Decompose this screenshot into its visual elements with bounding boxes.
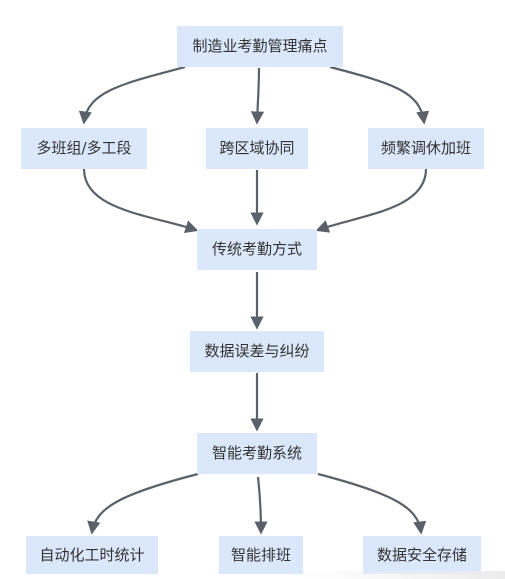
node-smart-attendance-system: 智能考勤系统 bbox=[197, 433, 317, 474]
edge-root-to-overtime bbox=[329, 65, 430, 125]
node-data-security: 数据安全存储 bbox=[363, 536, 481, 574]
node-smart-scheduling: 智能排班 bbox=[219, 536, 303, 574]
node-multi-shift: 多班组/多工段 bbox=[21, 128, 147, 169]
edge-overtime-to-traditional bbox=[315, 168, 428, 233]
edge-root-to-multi-shift bbox=[78, 65, 186, 125]
edge-smart-system-to-scheduling bbox=[254, 476, 268, 535]
node-traditional-attendance: 传统考勤方式 bbox=[197, 229, 317, 270]
node-root: 制造业考勤管理痛点 bbox=[177, 26, 343, 67]
node-cross-region: 跨区域协同 bbox=[206, 128, 308, 169]
bottom-edge-shade bbox=[300, 571, 505, 579]
node-data-errors: 数据误差与纠纷 bbox=[190, 331, 324, 372]
node-auto-work-hours: 自动化工时统计 bbox=[26, 536, 158, 574]
edge-root-to-cross-region bbox=[250, 67, 265, 125]
node-frequent-overtime: 频繁调休加班 bbox=[368, 128, 484, 169]
edge-smart-system-to-auto-stats bbox=[87, 472, 199, 535]
edge-smart-system-to-security bbox=[317, 472, 427, 535]
edge-multi-shift-to-traditional bbox=[82, 168, 199, 234]
